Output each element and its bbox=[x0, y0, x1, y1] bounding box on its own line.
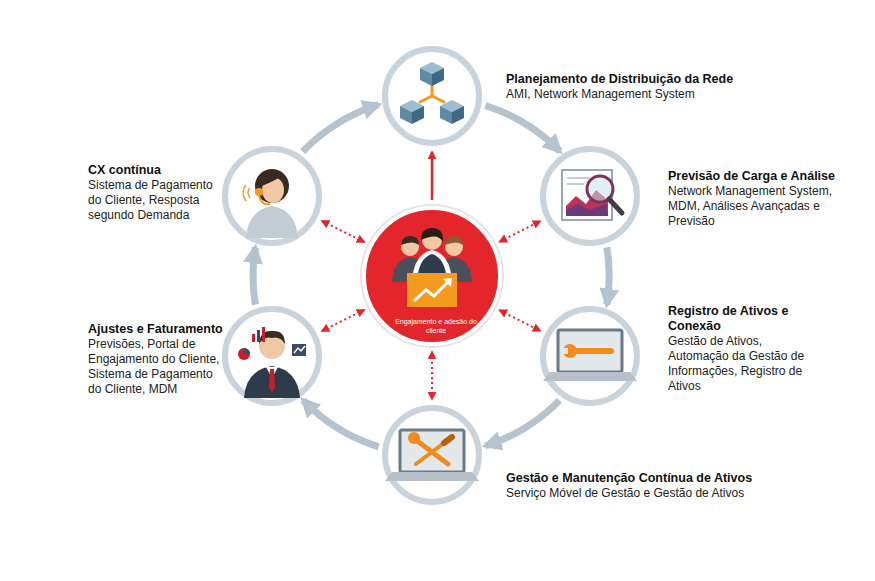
cycle-arrow bbox=[485, 400, 559, 446]
text-block: Gestão e Manutenção Contínua de AtivosSe… bbox=[506, 471, 766, 501]
text-block: Engajamento e adesão do cliente bbox=[394, 318, 478, 335]
stage-systems: Previsões, Portal de Engajamento do Clie… bbox=[88, 337, 224, 397]
text-block: Ajustes e FaturamentoPrevisões, Portal d… bbox=[88, 322, 224, 397]
engagement-link bbox=[322, 221, 364, 242]
stage-heading: Planejamento de Distribuição da Rede bbox=[506, 72, 746, 87]
text-block: Previsão de Carga e AnáliseNetwork Manag… bbox=[668, 169, 853, 229]
text-block: Registro de Ativos e ConexãoGestão de At… bbox=[668, 304, 818, 394]
engagement-link bbox=[500, 221, 540, 241]
stage-heading: Gestão e Manutenção Contínua de Ativos bbox=[506, 471, 766, 486]
team-growth-icon bbox=[392, 228, 472, 307]
stage-heading: Ajustes e Faturamento bbox=[88, 322, 224, 337]
stage-heading: Engajamento e adesão do cliente bbox=[394, 318, 478, 335]
stage-systems: AMI, Network Management System bbox=[506, 87, 746, 102]
laptop-tools-icon bbox=[385, 430, 479, 481]
support-agent-icon bbox=[243, 169, 298, 238]
network-cubes-icon bbox=[400, 62, 464, 124]
businessman-icon bbox=[238, 327, 306, 398]
cycle-arrow bbox=[303, 400, 379, 447]
cycle-arrow bbox=[607, 247, 609, 304]
engagement-link bbox=[431, 352, 433, 399]
engagement-link bbox=[500, 310, 540, 330]
text-block: CX contínuaSistema de Pagamento do Clien… bbox=[88, 163, 224, 223]
cycle-arrow bbox=[485, 106, 560, 152]
stage-heading: Previsão de Carga e Análise bbox=[668, 169, 853, 184]
stage-heading: Registro de Ativos e Conexão bbox=[668, 304, 818, 334]
stage-systems: Sistema de Pagamento do Cliente, Respost… bbox=[88, 178, 224, 223]
engagement-link bbox=[322, 310, 364, 331]
stage-systems: Network Management System, MDM, Análises… bbox=[668, 184, 853, 229]
cycle-arrow bbox=[253, 247, 255, 304]
analysis-chart-icon bbox=[562, 170, 622, 220]
stage-systems: Serviço Móvel de Gestão e Gestão de Ativ… bbox=[506, 486, 766, 501]
laptop-wrench-icon bbox=[543, 330, 637, 381]
text-block: Planejamento de Distribuição da RedeAMI,… bbox=[506, 72, 746, 102]
cycle-arrow bbox=[303, 105, 379, 152]
stage-heading: CX contínua bbox=[88, 163, 224, 178]
engagement-link bbox=[431, 152, 434, 200]
stage-systems: Gestão de Ativos, Automação da Gestão de… bbox=[668, 334, 818, 394]
